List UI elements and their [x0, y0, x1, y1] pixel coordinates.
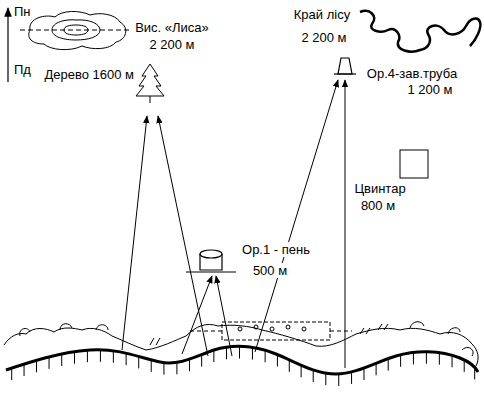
map-label: Пд: [13, 62, 32, 77]
profile-tick: [426, 352, 427, 364]
profile-tick: [289, 360, 290, 372]
profile-tick: [338, 374, 339, 386]
map-label: Ор.4-зав.труба: [366, 66, 458, 81]
terrain-profile: [6, 347, 478, 374]
map-label: Вис. «Лиса»: [134, 20, 210, 35]
profile-tick: [301, 365, 302, 377]
profile-tick: [213, 350, 214, 362]
profile-tick: [277, 355, 278, 367]
map-label: 2 200 м: [300, 30, 347, 45]
profile-tick: [413, 352, 414, 364]
profile-tick: [87, 350, 88, 362]
stump-symbol: [186, 250, 236, 272]
profile-tick: [24, 364, 25, 376]
map-label: Ор.1 - пень: [241, 242, 311, 257]
profile-tick: [363, 368, 364, 380]
profile-tick: [163, 363, 164, 375]
tree-symbol: [136, 64, 164, 103]
profile-tick: [400, 355, 401, 367]
profile-tick: [252, 348, 253, 360]
forest-edge: [360, 11, 480, 52]
map-label: Цвинтар: [353, 181, 406, 196]
hill-contours: [20, 11, 132, 49]
cemetery-symbol: [400, 150, 428, 178]
profile-ticks: [12, 347, 475, 386]
dashed-object: [190, 322, 352, 340]
profile-tick: [239, 347, 240, 359]
map-label: Дерево 1600 м: [43, 67, 135, 82]
profile-tick: [464, 360, 465, 372]
map-label: Край лісу: [293, 7, 351, 22]
profile-tick: [61, 354, 62, 366]
map-label: 500 м: [252, 263, 288, 278]
profile-tick: [151, 360, 152, 372]
profile-tick: [439, 353, 440, 365]
profile-tick: [113, 351, 114, 363]
profile-tick: [49, 357, 50, 369]
profile-tick: [189, 359, 190, 371]
map-label: 800 м: [360, 198, 396, 213]
map-label: Пн: [13, 4, 32, 19]
profile-tick: [138, 356, 139, 368]
map-label: 2 200 м: [148, 37, 195, 52]
profile-tick: [388, 359, 389, 371]
profile-tick: [452, 355, 453, 367]
north-arrow: [7, 8, 8, 82]
map-label: 1 200 м: [406, 82, 453, 97]
profile-tick: [313, 370, 314, 382]
profile-tick: [325, 373, 326, 385]
profile-tick: [474, 367, 475, 379]
profile-tick: [351, 372, 352, 384]
profile-tick: [126, 353, 127, 365]
profile-tick: [176, 362, 177, 374]
profile-tick: [36, 360, 37, 372]
profile-tick: [100, 350, 101, 362]
profile-tick: [226, 347, 227, 359]
profile-tick: [74, 352, 75, 364]
profile-tick: [376, 363, 377, 375]
profile-tick: [11, 368, 12, 380]
profile-tick: [201, 355, 202, 367]
chimney-symbol: [334, 58, 356, 74]
profile-tick: [265, 350, 266, 362]
